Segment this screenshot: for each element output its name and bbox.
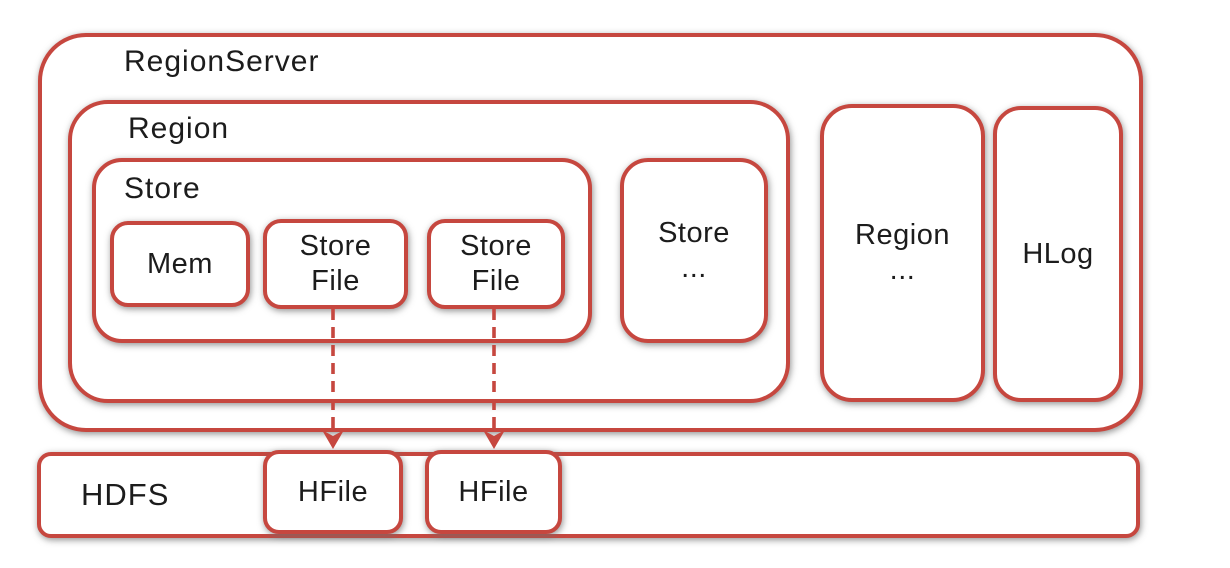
store-ellipsis-box: Store ... bbox=[620, 158, 768, 343]
region-ellipsis-box: Region ... bbox=[820, 104, 985, 402]
hfile-2-label: HFile bbox=[458, 475, 529, 508]
store-ellipsis-label-line1: Store bbox=[658, 216, 730, 249]
mem-box: Mem bbox=[110, 221, 250, 307]
store-file-1-label-line1: Store bbox=[299, 230, 372, 262]
regionserver-label: RegionServer bbox=[124, 45, 320, 78]
store-file-2-label-line1: Store bbox=[460, 230, 532, 262]
hfile-2-box: HFile bbox=[425, 450, 562, 534]
region-ellipsis-label-line1: Region bbox=[855, 219, 950, 251]
hfile-1-label: HFile bbox=[297, 475, 369, 508]
store-ellipsis-label-line2: ... bbox=[681, 251, 707, 284]
store-file-1-box: Store File bbox=[263, 219, 408, 309]
region-label: Region bbox=[128, 112, 230, 145]
store-file-1-label-line2: File bbox=[311, 265, 360, 297]
hlog-label: HLog bbox=[1022, 237, 1094, 270]
store-file-2-label-line2: File bbox=[471, 265, 521, 297]
store-label: Store bbox=[124, 172, 201, 205]
region-ellipsis-label-line2: ... bbox=[889, 254, 916, 286]
hdfs-box: HDFS bbox=[37, 452, 1140, 538]
mem-label: Mem bbox=[147, 247, 213, 280]
hdfs-label: HDFS bbox=[81, 477, 170, 512]
hlog-box: HLog bbox=[993, 106, 1123, 402]
hfile-1-box: HFile bbox=[263, 450, 403, 534]
store-file-2-box: Store File bbox=[427, 219, 565, 309]
